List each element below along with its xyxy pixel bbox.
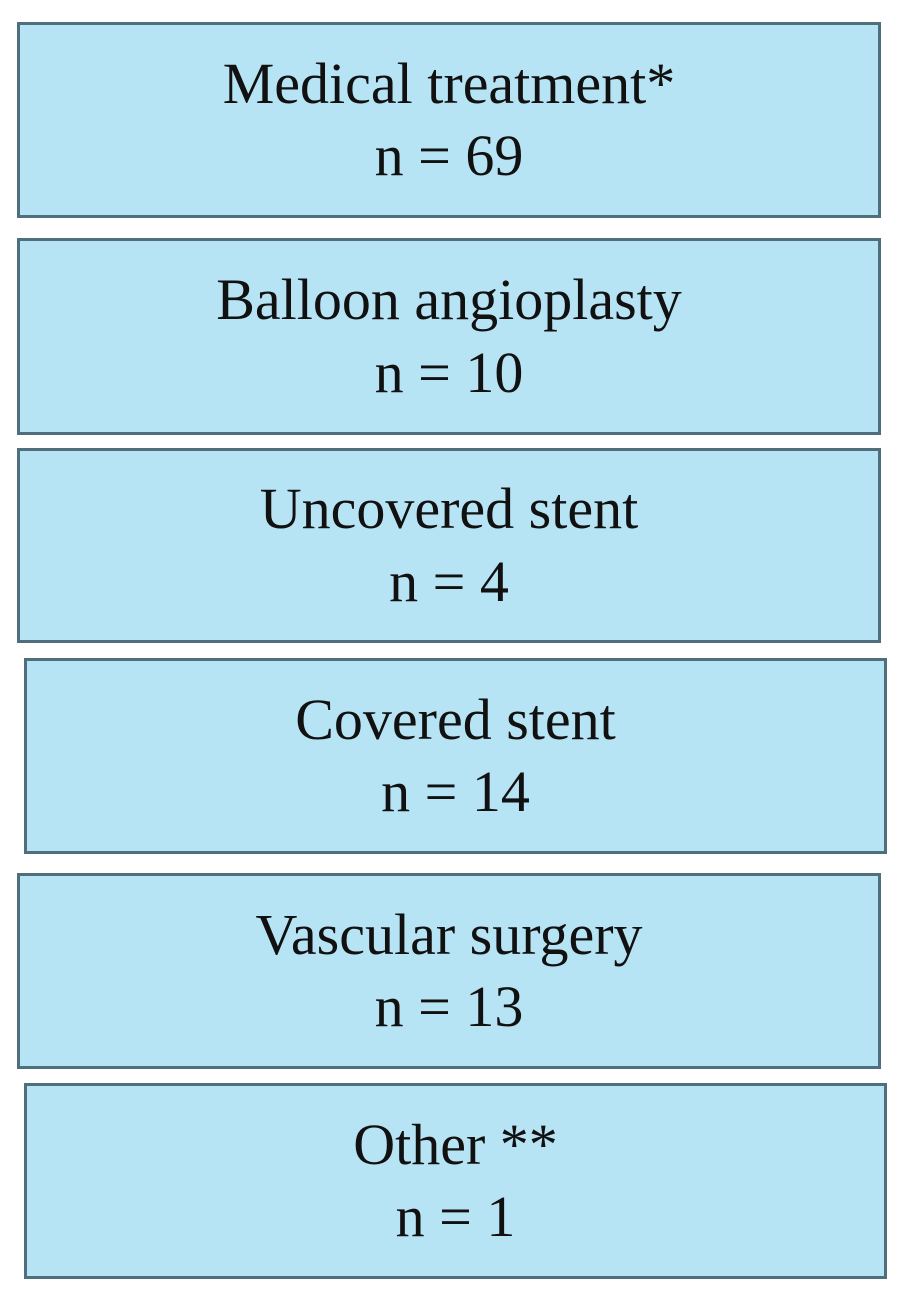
treatment-label: Vascular surgery <box>255 901 643 967</box>
treatment-label: Balloon angioplasty <box>216 267 682 332</box>
treatment-label: Covered stent <box>295 686 616 752</box>
treatment-label: Medical treatment* <box>222 50 676 116</box>
treatment-count: n = 13 <box>374 974 524 1039</box>
treatment-box-uncovered-stent: Uncovered stent n = 4 <box>17 448 881 643</box>
treatment-label: Uncovered stent <box>259 476 639 541</box>
treatment-label: Other ** <box>353 1111 558 1177</box>
treatment-count: n = 4 <box>389 548 509 614</box>
treatment-box-other: Other ** n = 1 <box>24 1083 887 1279</box>
treatment-count: n = 14 <box>381 759 530 824</box>
treatment-box-medical: Medical treatment* n = 69 <box>17 22 881 218</box>
treatment-count: n = 69 <box>374 123 524 188</box>
treatment-count: n = 1 <box>395 1184 516 1249</box>
treatment-box-covered-stent: Covered stent n = 14 <box>24 658 887 854</box>
treatment-box-vascular-surgery: Vascular surgery n = 13 <box>17 873 881 1069</box>
treatment-box-balloon-angioplasty: Balloon angioplasty n = 10 <box>17 238 881 435</box>
treatment-count: n = 10 <box>374 339 524 405</box>
